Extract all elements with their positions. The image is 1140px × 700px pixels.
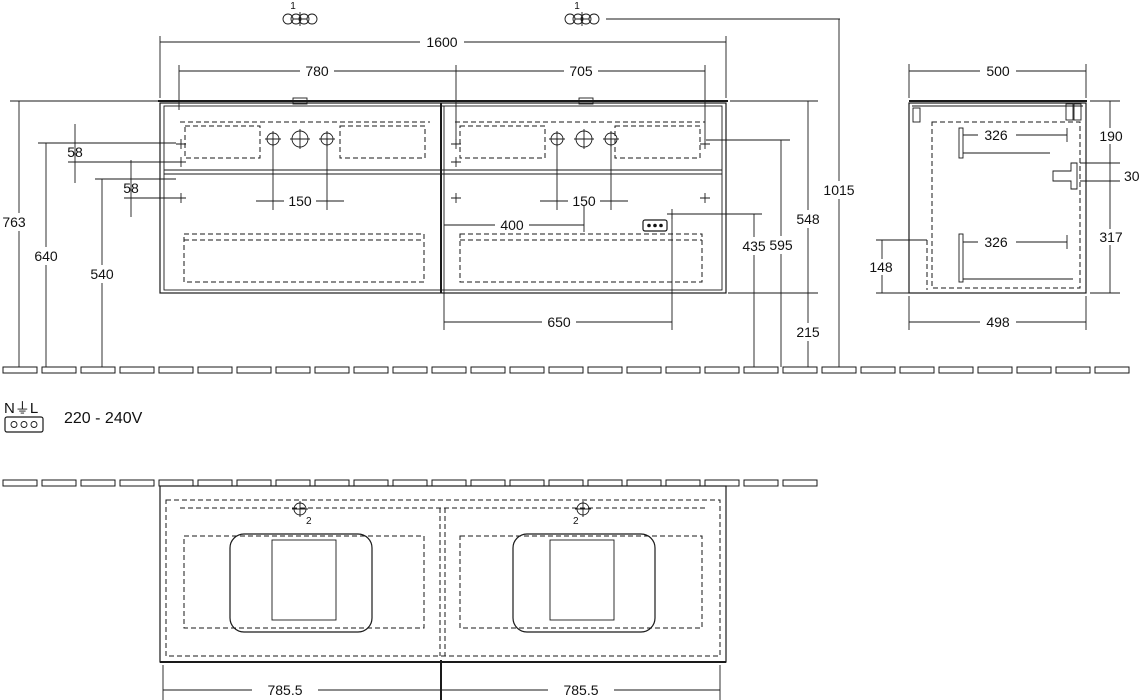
side-view: 500 326 326 498 148 190 30 317 <box>866 63 1140 330</box>
dim-1015: 1015 <box>823 182 854 198</box>
dim-317: 317 <box>1099 229 1123 245</box>
dim-58-b: 58 <box>123 180 139 196</box>
dim-326-bottom: 326 <box>984 234 1008 250</box>
dim-400: 400 <box>500 217 524 233</box>
dim-215: 215 <box>796 324 820 340</box>
floor-line-lower <box>2 479 818 487</box>
tap-marker-right-icon <box>564 12 840 26</box>
plug-icon <box>1052 162 1078 190</box>
top-outline <box>159 485 727 663</box>
side-outline <box>908 102 1087 294</box>
dim-548: 548 <box>796 211 820 227</box>
crosshair-markers <box>176 139 710 219</box>
dim-705: 705 <box>569 63 593 79</box>
top-view: 2 2 785.5 785.5 <box>159 485 727 700</box>
floor-line-upper <box>2 366 1130 374</box>
dim-780: 780 <box>305 63 329 79</box>
dim-498: 498 <box>986 314 1010 330</box>
dim-540: 540 <box>90 266 114 282</box>
dim-190: 190 <box>1099 128 1123 144</box>
dim-595: 595 <box>769 237 793 253</box>
dim-785-5-right: 785.5 <box>563 682 598 698</box>
dim-148: 148 <box>869 259 893 275</box>
dim-326-top: 326 <box>984 127 1008 143</box>
dim-30: 30 <box>1124 168 1140 184</box>
tap-holes-right <box>549 129 619 149</box>
dim-58-a: 58 <box>67 144 83 160</box>
dim-150-left: 150 <box>288 193 312 209</box>
cabinet-outline <box>159 102 727 294</box>
power-socket-icon <box>4 416 44 433</box>
tap-marker-right-label: 1 <box>574 1 580 12</box>
power-symbol-label: N⏚L <box>4 400 38 417</box>
tap-marker-left-icon <box>282 12 318 26</box>
dim-1600: 1600 <box>426 34 457 50</box>
cabinet-inner-outline <box>163 105 723 291</box>
tap-marker-left-label: 1 <box>290 1 296 12</box>
dim-640: 640 <box>34 248 58 264</box>
basin-right <box>512 533 656 633</box>
tap-holes-left <box>265 129 335 149</box>
socket-icon <box>642 219 668 232</box>
voltage-label: 220 - 240V <box>64 410 143 427</box>
dim-435: 435 <box>742 238 766 254</box>
drain-marker-right: 2 <box>573 516 579 527</box>
front-view: 1600 780 705 1 1 763 <box>2 1 858 367</box>
drain-marker-left: 2 <box>306 516 312 527</box>
dim-785-5-left: 785.5 <box>267 682 302 698</box>
dim-150-right: 150 <box>572 193 596 209</box>
dim-650: 650 <box>547 314 571 330</box>
basin-left <box>229 533 373 633</box>
dim-763: 763 <box>2 214 26 230</box>
power-symbol: N⏚L 220 - 240V <box>4 400 143 433</box>
dim-500: 500 <box>986 63 1010 79</box>
